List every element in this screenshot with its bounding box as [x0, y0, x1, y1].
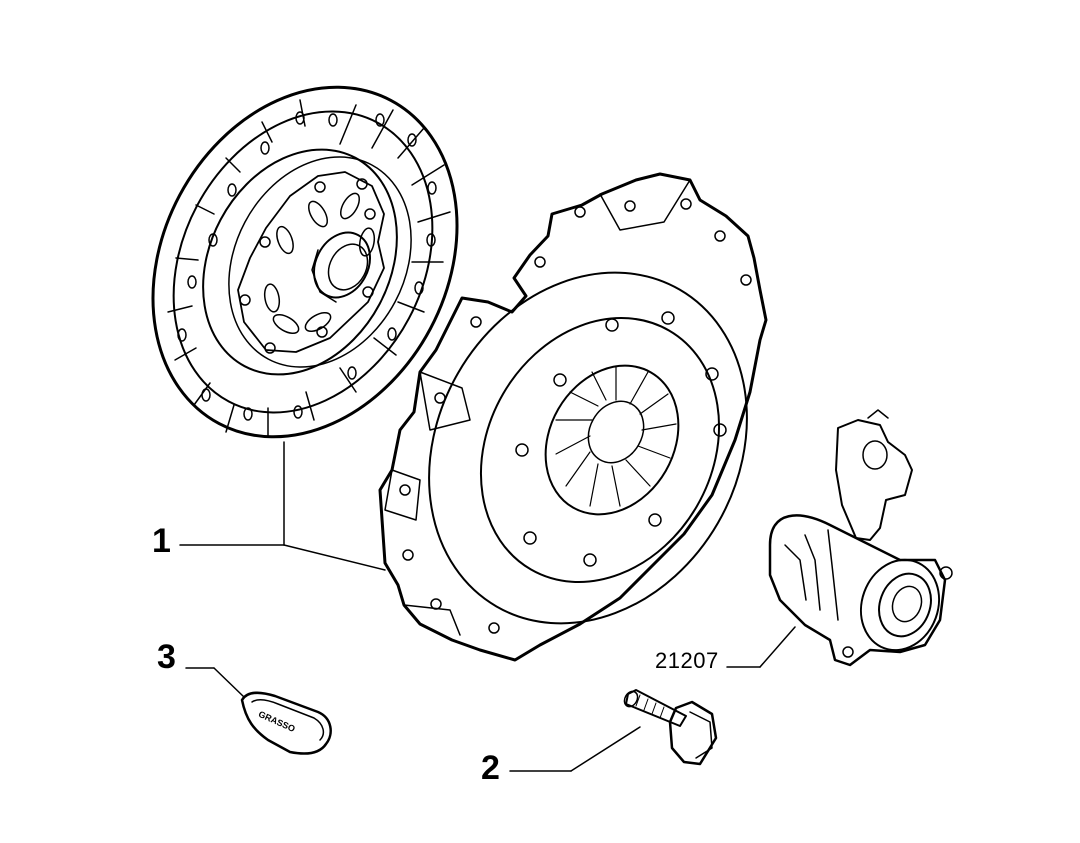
leader-line-2 — [509, 726, 641, 772]
callout-1[interactable]: 1 — [152, 522, 171, 560]
callout-3[interactable]: 3 — [157, 638, 176, 676]
callout-21207[interactable]: 21207 — [655, 648, 719, 673]
grease-tube — [240, 691, 332, 755]
leader-line-1 — [179, 441, 386, 571]
flange-bolt — [623, 689, 718, 766]
leader-line-3 — [185, 667, 245, 698]
concentric-slave-cylinder — [768, 409, 953, 667]
pressure-plate — [378, 172, 768, 662]
callout-2[interactable]: 2 — [481, 749, 500, 787]
clutch-disc — [151, 85, 459, 439]
leader-line-21207 — [726, 626, 796, 668]
